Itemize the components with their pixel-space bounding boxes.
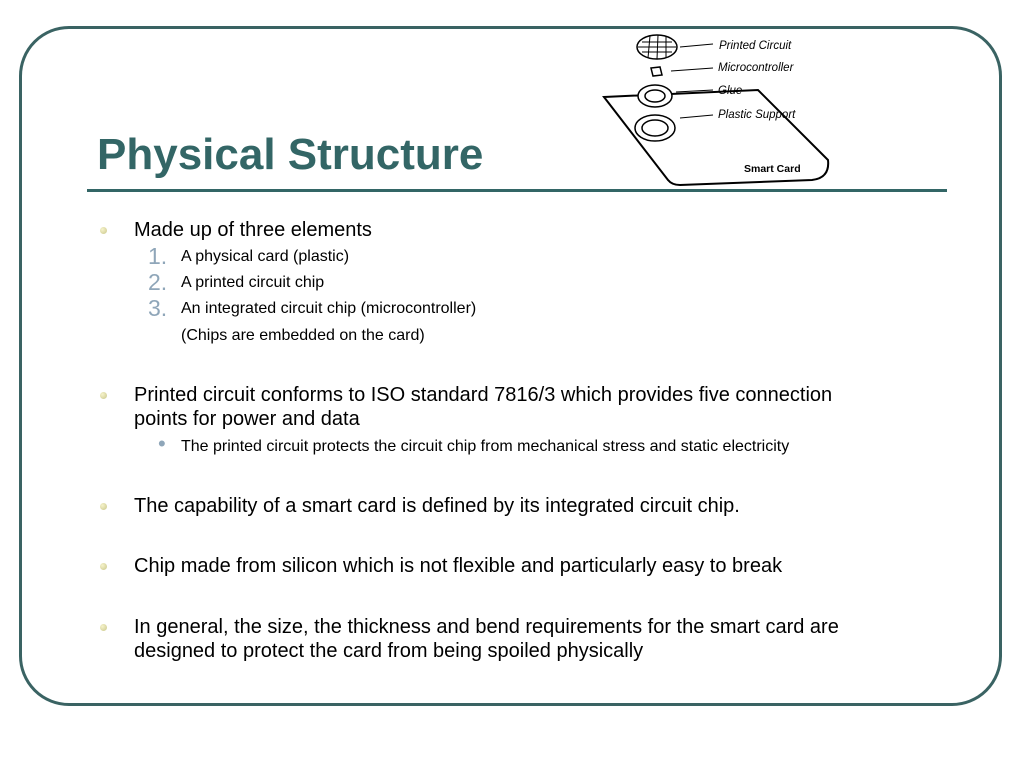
label-printed-circuit: Printed Circuit — [719, 40, 792, 52]
bullet-text: Chip made from silicon which is not flex… — [134, 555, 783, 577]
leader-line — [670, 67, 714, 72]
leader-line — [679, 114, 714, 119]
printed-circuit-shape — [636, 34, 678, 60]
bullet-text: The capability of a smart card is define… — [134, 495, 740, 517]
bullet-dot — [100, 392, 107, 399]
title-rule — [87, 189, 947, 192]
bullet-dot — [100, 227, 107, 234]
label-glue: Glue — [718, 85, 742, 97]
slide-title: Physical Structure — [97, 130, 484, 179]
list-item-text: A physical card (plastic) — [181, 248, 350, 265]
bullet-text: Made up of three elements — [134, 219, 372, 241]
leader-line — [679, 43, 714, 48]
list-number: 1. — [148, 243, 168, 269]
smart-card-diagram: Printed Circuit Microcontroller Glue Pla… — [602, 34, 830, 186]
bullet-text-line: Printed circuit conforms to ISO standard… — [134, 384, 833, 406]
plastic-support-shape — [634, 114, 676, 142]
list-note: (Chips are embedded on the card) — [181, 327, 425, 344]
leader-line — [675, 89, 714, 93]
list-item-text: A printed circuit chip — [181, 274, 325, 291]
bullet-text-line: points for power and data — [134, 408, 360, 430]
slide-frame — [19, 26, 1002, 706]
list-item-text: An integrated circuit chip (microcontrol… — [181, 300, 477, 317]
bullet-text-line: designed to protect the card from being … — [134, 640, 644, 662]
bullet-dot — [100, 624, 107, 631]
microcontroller-shape — [650, 66, 663, 77]
label-microcontroller: Microcontroller — [718, 62, 795, 74]
list-number: 3. — [148, 295, 168, 321]
label-smart-card: Smart Card — [744, 163, 801, 175]
label-plastic-support: Plastic Support — [718, 109, 796, 121]
list-number: 2. — [148, 269, 168, 295]
glue-shape — [637, 84, 673, 108]
sub-bullet-text: The printed circuit protects the circuit… — [181, 438, 790, 455]
bullet-text-line: In general, the size, the thickness and … — [134, 616, 839, 638]
bullet-dot — [100, 503, 107, 510]
card-body-shape — [602, 88, 830, 186]
bullet-dot — [100, 563, 107, 570]
sub-bullet-dot: • — [158, 431, 166, 456]
